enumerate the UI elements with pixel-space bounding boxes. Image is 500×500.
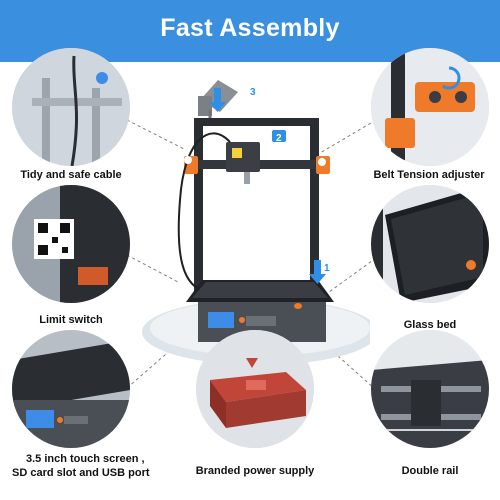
marker-2: 2 — [276, 133, 282, 144]
feature-touch-label-line2: SD card slot and USB port — [12, 467, 150, 479]
feature-rail-label: Double rail — [401, 465, 459, 477]
feature-limit-image — [12, 185, 130, 303]
feature-touch-image — [12, 330, 130, 448]
feature-cable-image — [12, 48, 130, 166]
printer-illustration — [142, 80, 370, 365]
feature-limit-label: Limit switch — [39, 314, 103, 326]
feature-power-image — [196, 330, 314, 448]
feature-rail-image — [371, 330, 489, 448]
feature-power-label: Branded power supply — [195, 465, 315, 477]
marker-3: 3 — [250, 87, 256, 98]
page-title: Fast Assembly — [160, 14, 340, 42]
feature-belt-label: Belt Tension adjuster — [373, 169, 485, 181]
feature-glass-image — [371, 185, 489, 303]
feature-touch-label-line1: 3.5 inch touch screen , — [26, 453, 145, 465]
feature-belt-image — [371, 48, 489, 166]
marker-1: 1 — [324, 263, 330, 274]
feature-glass-label: Glass bed — [403, 319, 457, 331]
feature-cable-label: Tidy and safe cable — [20, 169, 122, 181]
